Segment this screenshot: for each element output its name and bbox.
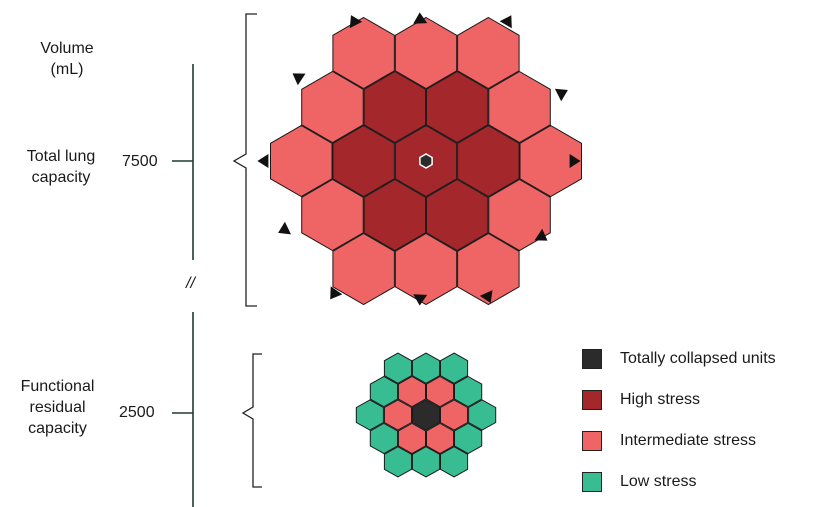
tlc-unit-ring2 — [488, 178, 551, 252]
tlc-unit-ring1 — [457, 124, 520, 198]
tlc-unit-ring2 — [457, 232, 520, 306]
expansion-arrow-1 — [413, 12, 428, 24]
tlc-unit-ring2 — [332, 16, 395, 90]
frc-unit-ring2 — [440, 446, 469, 478]
frc-unit-ring2 — [411, 446, 441, 478]
tlc-label: Total lung capacity — [0, 146, 122, 188]
brace-large — [232, 13, 257, 307]
expansion-arrow-6 — [569, 154, 581, 168]
frc-label-line3: capacity — [28, 420, 87, 437]
frc-unit-ring2 — [383, 352, 412, 384]
tlc-unit-ring1 — [425, 70, 489, 144]
expansion-arrow-9 — [330, 286, 343, 300]
expansion-arrow-8 — [534, 228, 548, 241]
axis-title-line1: Volume — [40, 40, 94, 57]
frc-unit-ring2 — [383, 446, 412, 478]
lung-units-tlc — [270, 16, 582, 306]
frc-unit-ring1 — [426, 422, 455, 455]
legend-label-low: Low stress — [620, 472, 697, 490]
frc-unit-ring2 — [369, 375, 398, 408]
expansion-arrow-5 — [257, 154, 269, 168]
expansion-arrow-3 — [292, 73, 306, 86]
tlc-unit-ring2 — [457, 16, 520, 90]
expansion-arrow-4 — [554, 88, 568, 102]
frc-label: Functional residual capacity — [0, 376, 115, 439]
frc-unit-ring2 — [369, 422, 398, 455]
legend-item-collapsed: Totally collapsed units — [582, 338, 776, 379]
legend-item-high: High stress — [582, 379, 776, 420]
axis-title: Volume (mL) — [22, 38, 112, 80]
tlc-label-line2: capacity — [31, 169, 91, 186]
frc-unit-ring1 — [426, 375, 455, 408]
frc-label-line2: residual — [29, 399, 86, 416]
lung-units-frc — [355, 352, 497, 478]
tlc-unit-ring1 — [363, 178, 427, 252]
frc-unit-ring0 — [411, 399, 441, 431]
legend-label-high: High stress — [620, 390, 701, 408]
axis-title-line2: (mL) — [50, 61, 84, 78]
tlc-unit-ring2 — [519, 124, 582, 198]
tlc-unit-ring1 — [363, 70, 427, 144]
tlc-unit-ring2 — [488, 70, 551, 144]
tick-label-2500: 2500 — [119, 404, 155, 421]
brace-small — [241, 353, 262, 488]
tlc-unit-ring2 — [394, 232, 458, 306]
legend-swatch-collapsed — [582, 348, 602, 369]
tlc-unit-ring1 — [332, 124, 395, 198]
tlc-unit-ring2 — [332, 232, 395, 306]
tlc-unit-ring2 — [394, 16, 458, 90]
expansion-arrow-11 — [479, 290, 493, 303]
legend-swatch-high — [582, 389, 602, 410]
frc-unit-ring2 — [454, 375, 483, 408]
axis-break-mark: // — [186, 275, 195, 292]
tlc-unit-ring2 — [270, 124, 333, 198]
legend-item-low: Low stress — [582, 461, 776, 502]
frc-unit-ring2 — [411, 352, 441, 384]
tlc-unit-ring1 — [425, 178, 489, 252]
frc-unit-ring2 — [355, 399, 384, 431]
frc-unit-ring1 — [383, 399, 412, 431]
legend-item-intermediate: Intermediate stress — [582, 420, 776, 461]
expansion-arrow-7 — [278, 221, 291, 235]
frc-unit-ring1 — [440, 399, 469, 431]
frc-unit-ring2 — [454, 422, 483, 455]
tick-label-7500: 7500 — [122, 153, 158, 170]
tlc-label-line1: Total lung — [26, 148, 96, 165]
tlc-collapsed-core — [419, 153, 433, 169]
tlc-unit-ring2 — [301, 70, 364, 144]
tlc-unit-ring2 — [301, 178, 364, 252]
legend-label-collapsed: Totally collapsed units — [620, 349, 776, 367]
legend-label-intermediate: Intermediate stress — [620, 431, 757, 449]
expansion-arrows — [257, 12, 581, 306]
frc-unit-ring2 — [440, 352, 469, 384]
frc-unit-ring1 — [397, 422, 426, 455]
legend-swatch-low — [582, 471, 602, 492]
expansion-arrow-2 — [499, 15, 512, 29]
frc-unit-ring1 — [397, 375, 426, 408]
expansion-arrow-10 — [413, 294, 428, 306]
frc-label-line1: Functional — [20, 378, 95, 395]
frc-unit-ring2 — [468, 399, 497, 431]
expansion-arrow-0 — [349, 15, 363, 29]
legend: Totally collapsed units High stress Inte… — [582, 338, 776, 502]
legend-swatch-intermediate — [582, 430, 602, 451]
